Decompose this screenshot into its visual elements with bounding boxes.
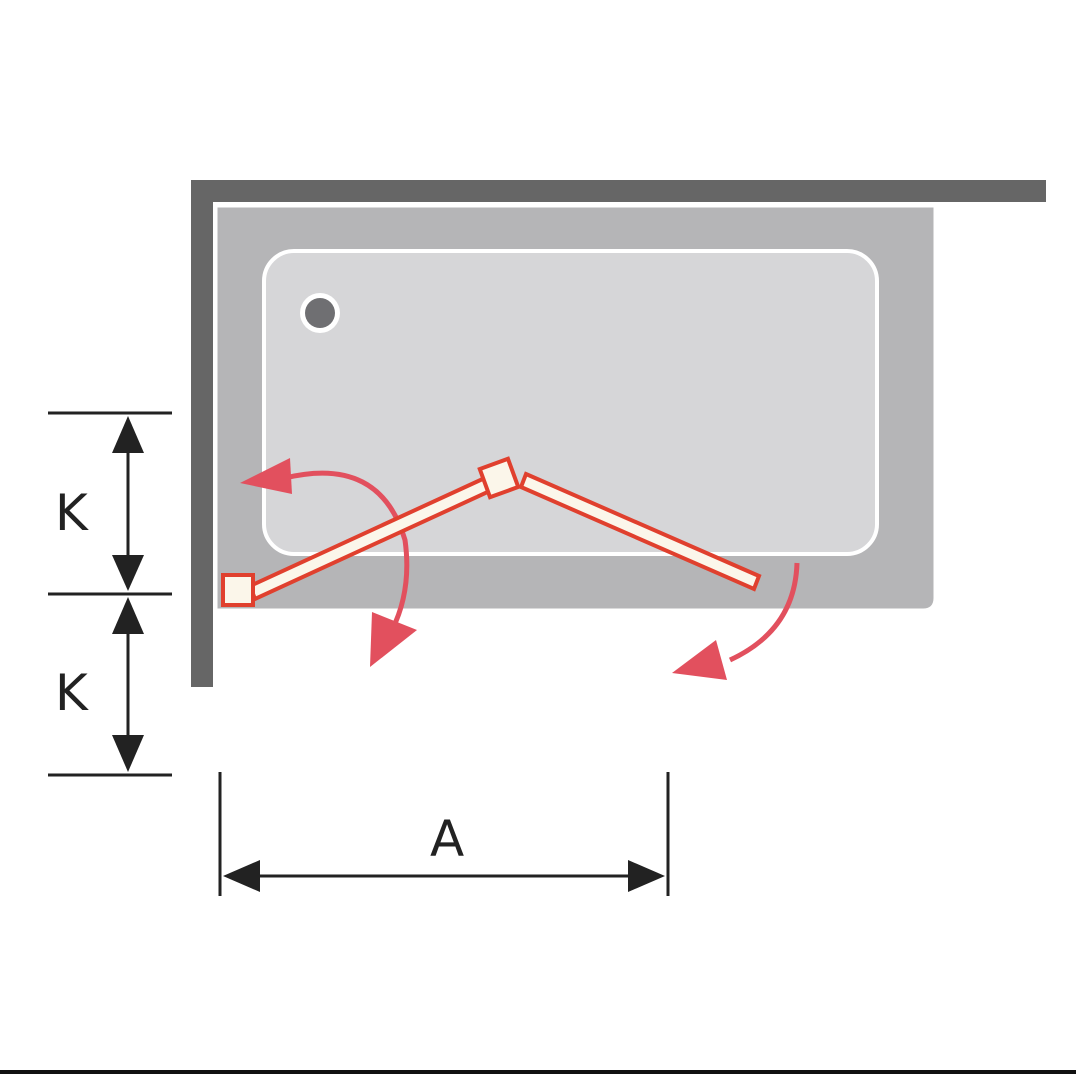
a-dimension bbox=[218, 772, 670, 896]
arrowhead-icon bbox=[240, 458, 292, 494]
hinge-middle bbox=[477, 456, 521, 500]
k-label-upper: K bbox=[55, 484, 89, 542]
side-wall bbox=[191, 180, 213, 687]
k-label-lower: K bbox=[55, 664, 89, 722]
back-wall bbox=[191, 180, 1046, 202]
dimension-arrowheads bbox=[112, 416, 665, 892]
bottom-border bbox=[0, 1070, 1076, 1074]
tub-basin bbox=[262, 249, 879, 556]
a-label: A bbox=[430, 810, 464, 868]
k-dimension bbox=[48, 411, 172, 777]
swing-arrow-right bbox=[728, 562, 800, 663]
hinge-wall bbox=[221, 573, 255, 607]
arrowhead-icon bbox=[672, 640, 727, 680]
door-panel-folding bbox=[518, 471, 762, 592]
folding-door bbox=[221, 456, 762, 607]
arrowhead-icon bbox=[370, 612, 417, 667]
